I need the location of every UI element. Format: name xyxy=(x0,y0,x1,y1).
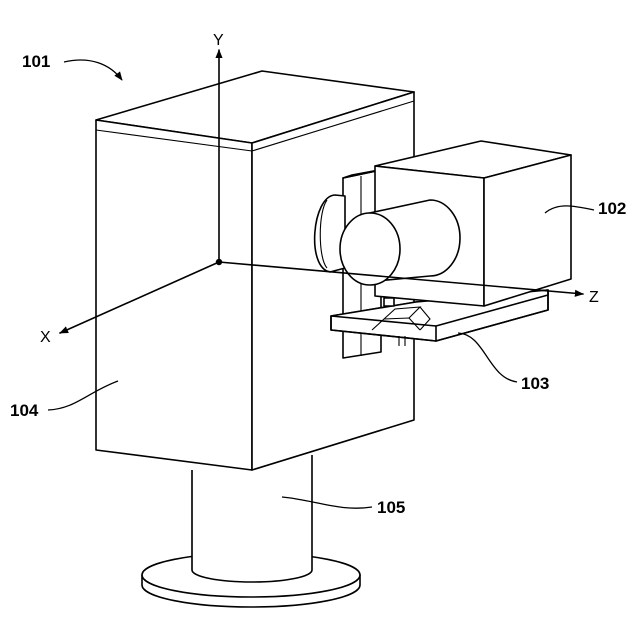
housing-front-face xyxy=(96,120,252,470)
leader-assembly xyxy=(64,60,122,80)
axis-origin xyxy=(216,259,222,265)
camera-side-face xyxy=(484,155,571,306)
pedestal-column xyxy=(192,455,312,582)
leader-mount xyxy=(458,333,517,382)
x-axis-label: X xyxy=(40,329,51,346)
label-camera: 102 xyxy=(598,199,626,218)
pedestal xyxy=(142,455,360,607)
label-assembly: 101 xyxy=(22,52,50,71)
label-housing: 104 xyxy=(10,401,39,420)
label-mount: 103 xyxy=(521,374,549,393)
y-axis-label: Y xyxy=(213,32,224,49)
z-axis-label: Z xyxy=(589,289,599,306)
label-pedestal: 105 xyxy=(377,498,405,517)
